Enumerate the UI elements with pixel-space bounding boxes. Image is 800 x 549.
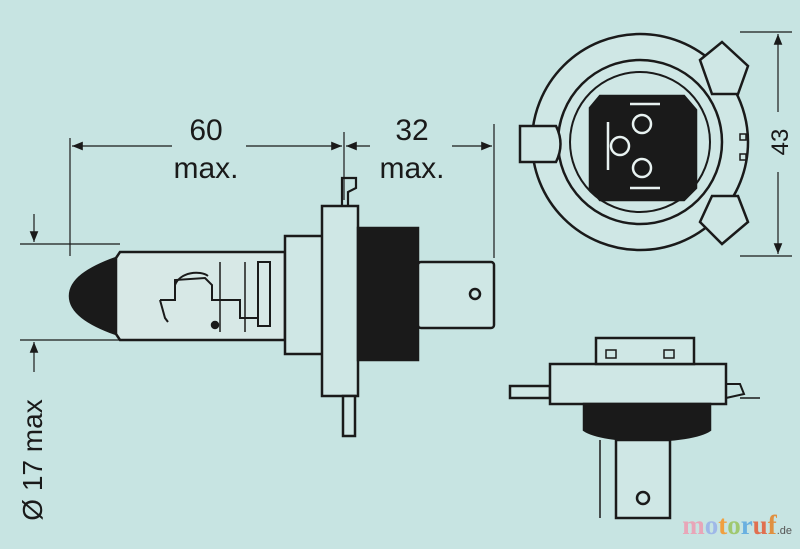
watermark-letter: o xyxy=(727,510,741,540)
watermark-letter: u xyxy=(752,510,768,540)
dimension-lines xyxy=(20,31,792,372)
dim-60-value: 60 xyxy=(189,114,222,147)
bulb-side-view xyxy=(68,176,496,438)
watermark-suffix: .de xyxy=(776,525,792,537)
dim-43: 43 xyxy=(767,129,794,156)
dim-32-qualifier: max. xyxy=(379,152,444,185)
watermark-letter: r xyxy=(740,510,753,540)
watermark-letter: o xyxy=(704,510,719,540)
watermark-letter: m xyxy=(682,510,705,540)
watermark-letter: t xyxy=(718,510,728,540)
dimension-labels: 60 max. 32 max. Ø 17 max 43 xyxy=(17,114,794,521)
watermark-letter: f xyxy=(767,510,777,540)
bulb-front-view xyxy=(518,32,750,252)
dim-diameter: Ø 17 max xyxy=(17,399,48,520)
bulb-top-view xyxy=(508,336,760,520)
motoruf-watermark: motoruf.de xyxy=(682,510,792,541)
dim-60-qualifier: max. xyxy=(173,152,238,185)
dim-32-value: 32 xyxy=(395,114,428,147)
